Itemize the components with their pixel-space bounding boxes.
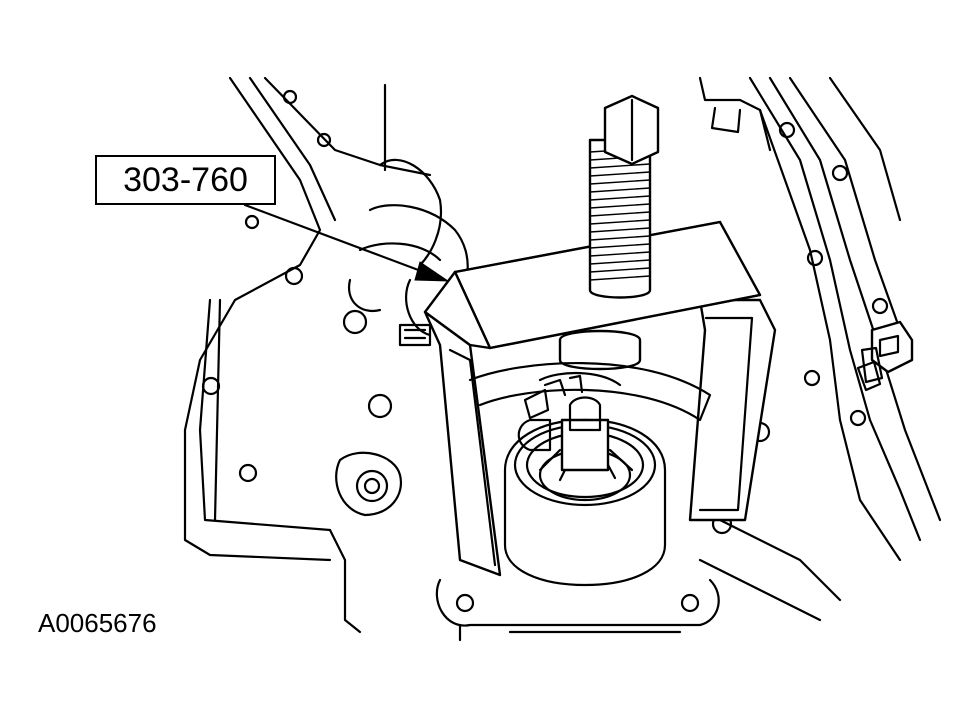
- case-bolt-holes: [201, 89, 889, 613]
- case-lower-flange: [335, 451, 720, 642]
- tool-callout-label: 303-760: [95, 155, 276, 205]
- case-outline-right: [698, 76, 942, 622]
- puller-tool-303-760: [423, 94, 777, 577]
- callout-leader: [243, 203, 450, 282]
- sensor-connector: [856, 320, 914, 392]
- case-outline-left: [183, 76, 443, 634]
- gear-housing: [503, 372, 667, 587]
- figure-id: A0065676: [38, 608, 157, 638]
